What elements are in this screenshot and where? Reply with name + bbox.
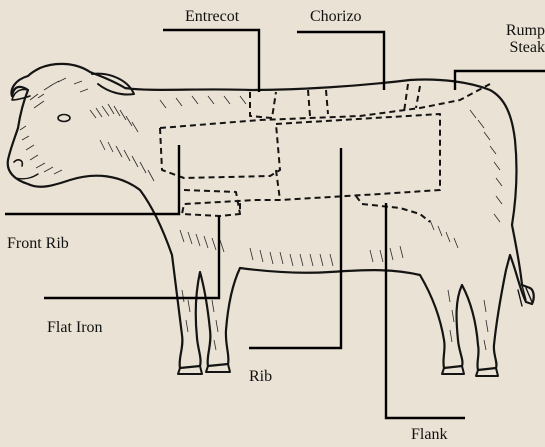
- label-entrecot: Entrecot: [185, 9, 239, 25]
- leader-line-rib: [249, 148, 341, 348]
- label-rump-line1: Rump: [506, 23, 545, 39]
- leader-line-entrecot: [163, 30, 259, 92]
- leader-lines: [5, 30, 545, 418]
- label-front-rib: Front Rib: [7, 236, 69, 252]
- label-rib: Rib: [249, 369, 272, 385]
- leader-line-flat-iron: [44, 216, 219, 298]
- leader-line-flank: [386, 203, 465, 418]
- leader-line-rump: [455, 71, 545, 90]
- label-flank: Flank: [411, 427, 447, 443]
- label-rump-line2: Steak: [509, 40, 545, 56]
- label-chorizo: Chorizo: [310, 9, 362, 25]
- cut-boundaries: [160, 84, 490, 222]
- label-flat-iron: Flat Iron: [47, 320, 103, 336]
- leader-line-chorizo: [297, 32, 384, 90]
